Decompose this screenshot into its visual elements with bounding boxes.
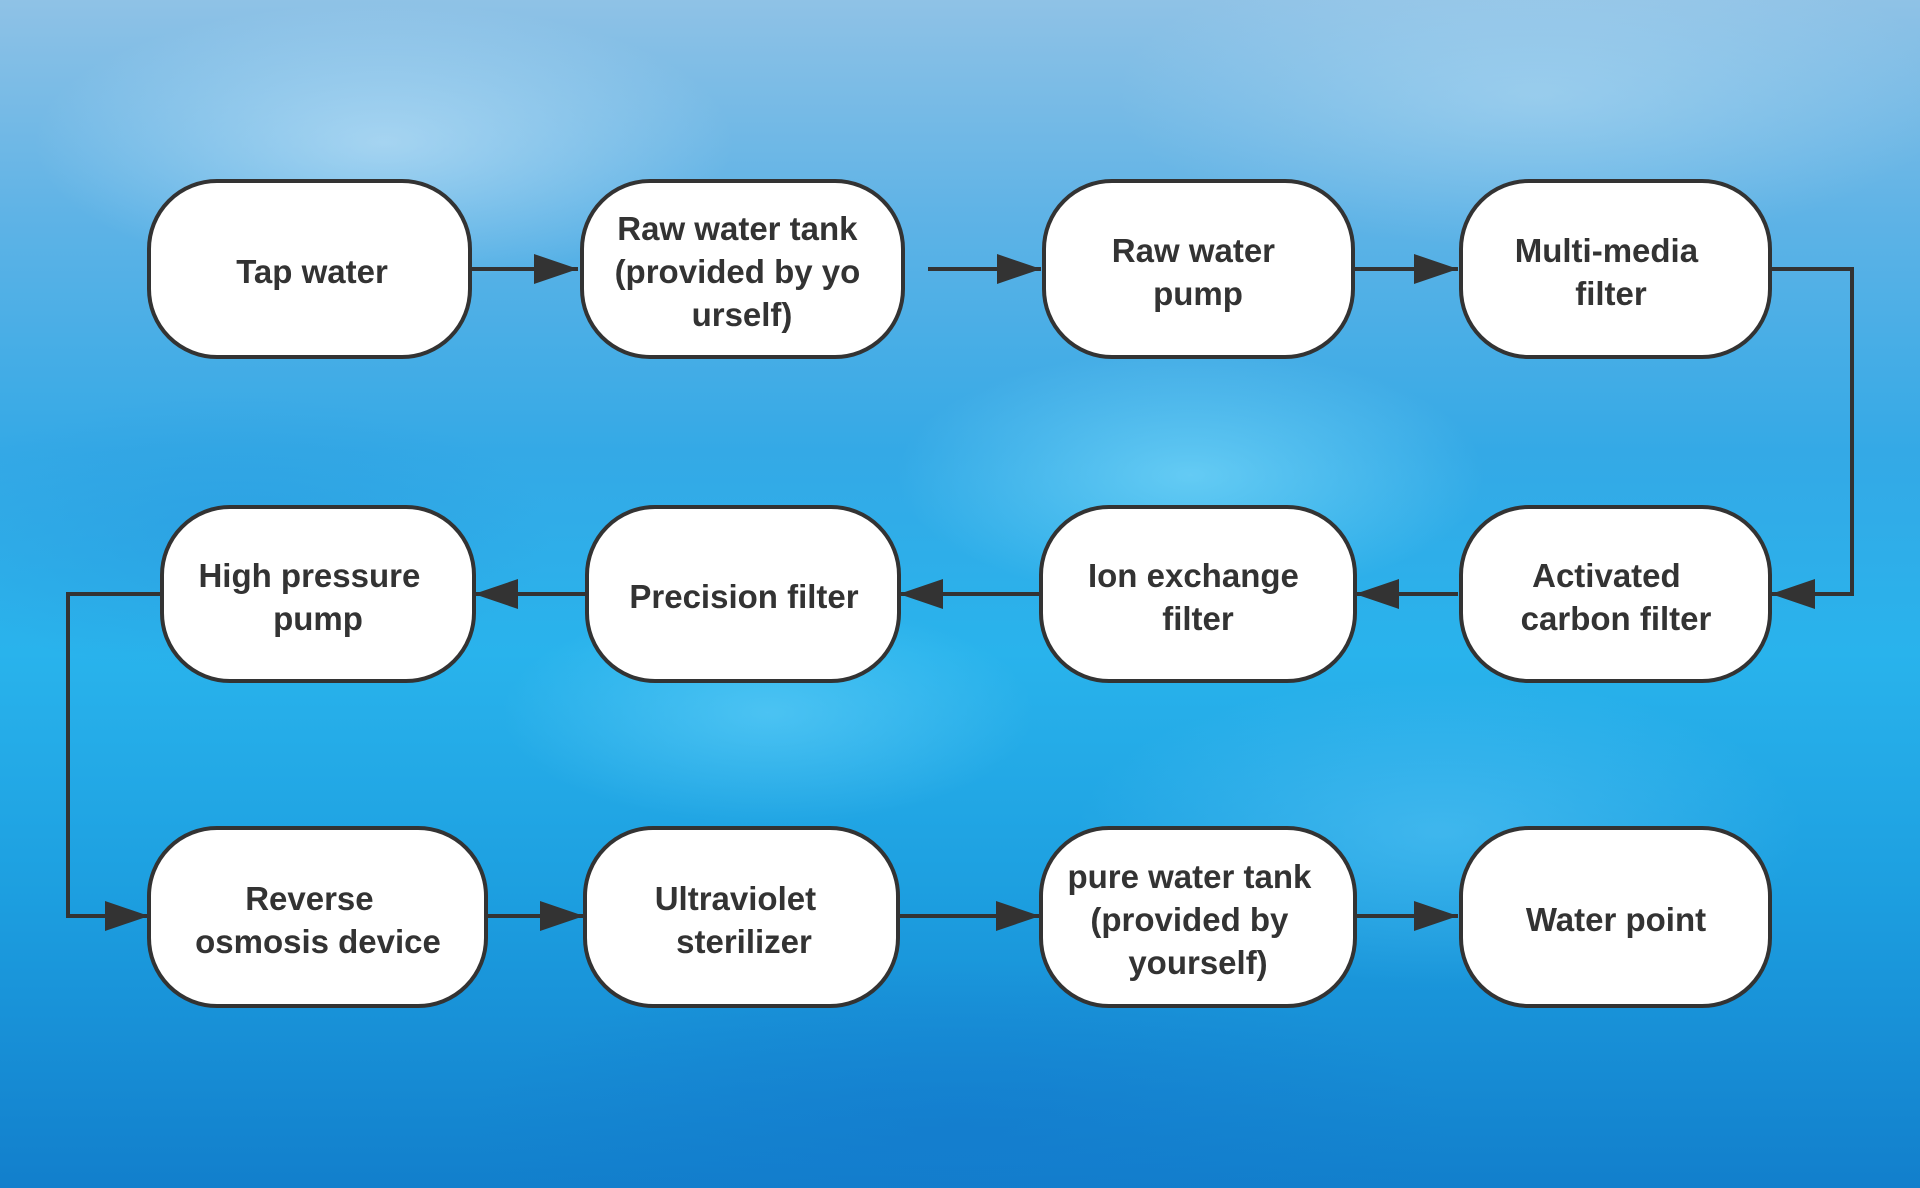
node-raw-water-tank-line-3: urself) [692,296,793,333]
node-multi-media-filter-line-1: Multi-media [1515,232,1699,269]
node-raw-water-tank: Raw water tank (provided by yo urself) [580,179,905,359]
node-precision-filter-line-1: Precision filter [629,578,858,615]
nodes: Tap water Raw water tank (provided by yo… [147,179,1772,1008]
node-activated-carbon-filter: Activated carbon filter [1459,505,1772,683]
node-ultraviolet-sterilizer-label: Ultraviolet sterilizer [655,880,826,960]
node-reverse-osmosis-device: Reverse osmosis device [147,826,488,1008]
node-raw-water-tank-line-2: (provided by yo [615,253,861,290]
node-tap-water-label: Tap water [236,253,388,290]
node-raw-water-tank-label: Raw water tank (provided by yo urself) [615,210,870,333]
node-raw-water-pump-line-1: Raw water [1112,232,1275,269]
node-tap-water: Tap water [147,179,472,359]
node-precision-filter-label: Precision filter [629,578,858,615]
node-ultraviolet-sterilizer-line-1: Ultraviolet [655,880,816,917]
node-pure-water-tank-line-2: (provided by [1090,901,1289,938]
node-water-point-label: Water point [1526,901,1706,938]
node-ion-exchange-filter: Ion exchange filter [1039,505,1357,683]
node-activated-carbon-filter-line-2: carbon filter [1521,600,1712,637]
node-pure-water-tank-line-1: pure water tank [1067,858,1312,895]
node-ultraviolet-sterilizer: Ultraviolet sterilizer [583,826,900,1008]
node-raw-water-tank-line-1: Raw water tank [617,210,858,247]
node-high-pressure-pump: High pressure pump [160,505,476,683]
arrow-multi-media-filter-to-activated-carbon-filter [1770,267,1854,609]
node-raw-water-pump: Raw water pump [1042,179,1355,359]
node-multi-media-filter: Multi-media filter [1459,179,1772,359]
node-precision-filter: Precision filter [585,505,901,683]
node-ion-exchange-filter-line-1: Ion exchange [1088,557,1299,594]
node-raw-water-pump-label: Raw water pump [1112,232,1284,312]
node-high-pressure-pump-line-2: pump [273,600,363,637]
node-ultraviolet-sterilizer-line-2: sterilizer [676,923,812,960]
node-reverse-osmosis-device-label: Reverse osmosis device [195,880,441,960]
node-high-pressure-pump-line-1: High pressure [198,557,420,594]
node-pure-water-tank-label: pure water tank (provided by yourself) [1067,858,1320,981]
node-multi-media-filter-line-2: filter [1575,275,1647,312]
node-pure-water-tank: pure water tank (provided by yourself) [1039,826,1357,1008]
node-ion-exchange-filter-label: Ion exchange filter [1088,557,1308,637]
node-ion-exchange-filter-line-2: filter [1162,600,1234,637]
node-reverse-osmosis-device-line-2: osmosis device [195,923,441,960]
arrow-high-pressure-pump-to-reverse-osmosis-device [66,592,162,931]
node-activated-carbon-filter-label: Activated carbon filter [1521,557,1712,637]
node-high-pressure-pump-label: High pressure pump [198,557,429,637]
node-water-point: Water point [1459,826,1772,1008]
node-reverse-osmosis-device-line-1: Reverse [245,880,373,917]
node-activated-carbon-filter-line-1: Activated [1532,557,1681,594]
node-water-point-line-1: Water point [1526,901,1706,938]
node-tap-water-line-1: Tap water [236,253,388,290]
node-raw-water-pump-line-2: pump [1153,275,1243,312]
node-multi-media-filter-label: Multi-media filter [1515,232,1708,312]
connectors [66,254,1854,931]
node-pure-water-tank-line-3: yourself) [1128,944,1267,981]
